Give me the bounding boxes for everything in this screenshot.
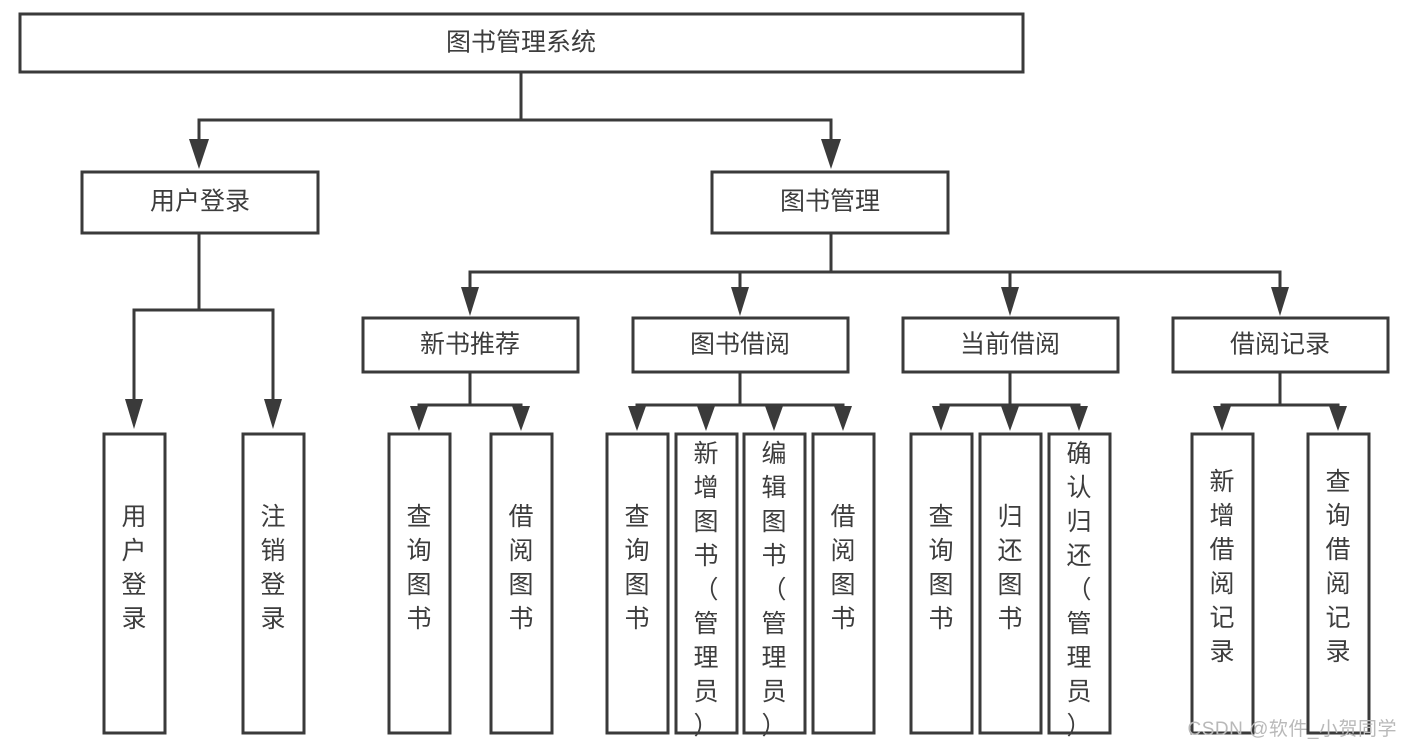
leaf-user-login-1-label: 注销登录 (260, 503, 285, 633)
node-book-borrow-label: 图书借阅 (690, 331, 790, 359)
arrow-head-newbook (461, 287, 479, 316)
arrow-head-leaf-bookborrow-3 (765, 406, 783, 431)
node-book-management-label: 图书管理 (780, 188, 880, 216)
node-current-borrow[interactable]: 当前借阅 (901, 316, 1120, 374)
leaf-node[interactable]: 查询图书 (387, 432, 452, 735)
leaf-new-book-0-box[interactable] (387, 432, 452, 735)
leaf-book-borrow-1-box[interactable] (674, 432, 739, 735)
node-current-borrow-label: 当前借阅 (960, 331, 1060, 359)
connector-group-bookmgmt (461, 231, 1289, 316)
leaf-book-borrow-0-box[interactable] (605, 432, 670, 735)
leaf-node[interactable]: 注销登录 (241, 432, 306, 735)
node-book-management[interactable]: 图书管理 (710, 170, 950, 235)
node-root-system-box[interactable] (18, 12, 1025, 74)
arrow-head-leaf-currentborrow-1 (932, 406, 950, 431)
leaf-current-borrow-1-label: 归还图书 (997, 503, 1022, 633)
node-new-book-recommend[interactable]: 新书推荐 (361, 316, 580, 374)
arrow-head-leaf-borrowrecord-1 (1213, 406, 1231, 431)
arrow-head-leaf-currentborrow-3 (1070, 406, 1088, 431)
arrow-head-bookborrow (731, 287, 749, 316)
node-borrow-record-label: 借阅记录 (1230, 331, 1330, 359)
leaf-book-borrow-3-label: 借阅图书 (830, 503, 855, 633)
leaf-node[interactable]: 新增图书（管理员） (674, 432, 739, 740)
leaf-user-login-0-label: 用户登录 (121, 503, 146, 633)
leaf-current-borrow-0-box[interactable] (909, 432, 974, 735)
arrow-head-bookmgmt (821, 139, 841, 169)
leaf-node[interactable]: 编辑图书（管理员） (742, 432, 807, 740)
leaf-borrow-record-0-box[interactable] (1190, 432, 1255, 735)
node-borrow-record[interactable]: 借阅记录 (1171, 316, 1390, 374)
leaf-node[interactable]: 查询图书 (605, 432, 670, 735)
arrow-head-leaf-bookborrow-1 (628, 406, 646, 431)
node-current-borrow-box[interactable] (901, 316, 1120, 374)
leaf-node[interactable]: 确认归还（管理员） (1047, 432, 1112, 740)
leaf-user-login-0-box[interactable] (102, 432, 167, 735)
connector-group-currentborrow (932, 370, 1088, 431)
node-root-system-label: 图书管理系统 (446, 29, 596, 57)
arrow-head-leaf-newbook-2 (512, 406, 530, 431)
arrow-head-leaf-borrowrecord-2 (1329, 406, 1347, 431)
node-book-borrow[interactable]: 图书借阅 (631, 316, 850, 374)
leaf-current-borrow-1-box[interactable] (978, 432, 1043, 735)
leaf-node[interactable]: 归还图书 (978, 432, 1043, 735)
arrow-head-userlogin (189, 139, 209, 169)
leaf-book-borrow-2-label: 编辑图书（管理员） (761, 440, 786, 740)
leaf-node[interactable]: 查询图书 (909, 432, 974, 735)
leaf-current-borrow-2-box[interactable] (1047, 432, 1112, 735)
leaf-current-borrow-2-label: 确认归还（管理员） (1066, 440, 1091, 740)
node-new-book-recommend-box[interactable] (361, 316, 580, 374)
leaf-book-borrow-1-label: 新增图书（管理员） (693, 440, 718, 740)
leaf-node[interactable]: 借阅图书 (489, 432, 554, 735)
leaf-node[interactable]: 查询借阅记录 (1306, 432, 1371, 735)
node-user-login-label: 用户登录 (150, 188, 250, 216)
arrow-head-currentborrow (1001, 287, 1019, 316)
leaf-book-borrow-0-label: 查询图书 (624, 503, 649, 633)
leaf-user-login-1-box[interactable] (241, 432, 306, 735)
leaf-node[interactable]: 借阅图书 (811, 432, 876, 735)
leaf-new-book-1-label: 借阅图书 (508, 503, 533, 633)
leaf-new-book-0-label: 查询图书 (406, 503, 431, 633)
arrow-head-leaf-bookborrow-4 (834, 406, 852, 431)
connector-group-newbook (410, 370, 530, 431)
arrow-head-leaf-user-login-2 (264, 399, 282, 429)
leaf-node[interactable]: 新增借阅记录 (1190, 432, 1255, 735)
node-book-management-box[interactable] (710, 170, 950, 235)
connector-group-borrowrecord (1213, 370, 1347, 431)
arrow-head-borrowrecord (1271, 287, 1289, 316)
node-new-book-recommend-label: 新书推荐 (420, 331, 520, 359)
arrow-head-leaf-currentborrow-2 (1001, 406, 1019, 431)
node-root-system[interactable]: 图书管理系统 (18, 12, 1025, 74)
leaf-book-borrow-2-box[interactable] (742, 432, 807, 735)
connector-group-userlogin (125, 231, 282, 429)
connector-group-bookborrow (628, 370, 852, 431)
node-user-login[interactable]: 用户登录 (80, 170, 320, 235)
arrow-head-leaf-user-login-1 (125, 399, 143, 429)
leaf-borrow-record-1-label: 查询借阅记录 (1325, 468, 1350, 666)
leaf-node[interactable]: 用户登录 (102, 432, 167, 735)
arrow-head-leaf-newbook-1 (410, 406, 428, 431)
leaf-current-borrow-0-label: 查询图书 (928, 503, 953, 633)
connector-group-root (189, 70, 841, 169)
leaf-borrow-record-0-label: 新增借阅记录 (1209, 468, 1234, 666)
node-borrow-record-box[interactable] (1171, 316, 1390, 374)
leaf-new-book-1-box[interactable] (489, 432, 554, 735)
arrow-head-leaf-bookborrow-2 (697, 406, 715, 431)
leaf-borrow-record-1-box[interactable] (1306, 432, 1371, 735)
node-user-login-box[interactable] (80, 170, 320, 235)
leaf-book-borrow-3-box[interactable] (811, 432, 876, 735)
node-book-borrow-box[interactable] (631, 316, 850, 374)
